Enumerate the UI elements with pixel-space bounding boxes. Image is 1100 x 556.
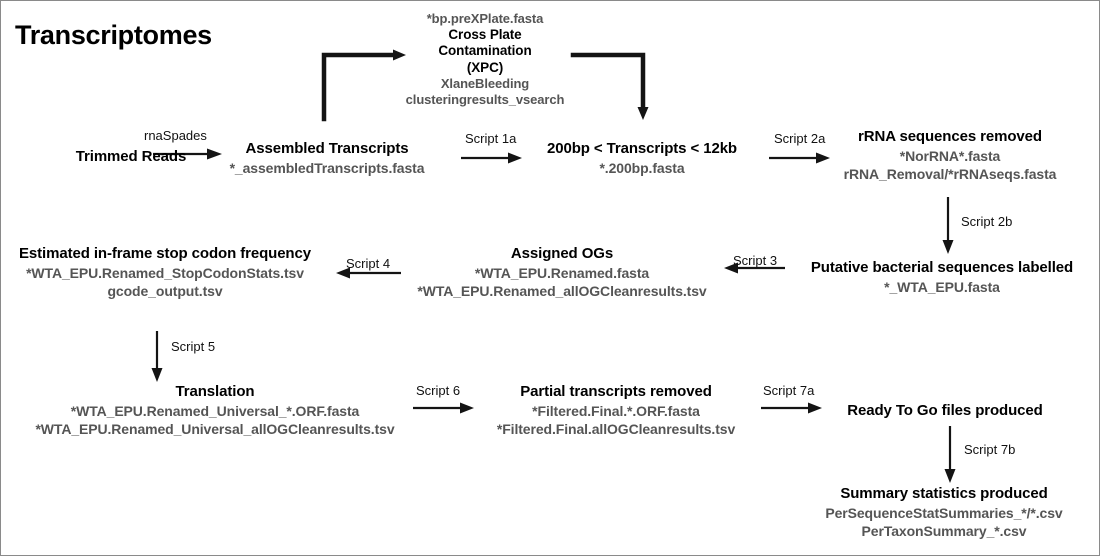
edge-label-script-2a: Script 2a xyxy=(774,131,826,146)
node-assigned-ogs-file-1: *WTA_EPU.Renamed_allOGCleanresults.tsv xyxy=(417,283,707,300)
node-stop-codon-frequency-file-0: *WTA_EPU.Renamed_StopCodonStats.tsv xyxy=(26,264,304,281)
node-bacterial-labelled-file-0: *_WTA_EPU.fasta xyxy=(884,278,1000,295)
node-xpc-file-bottom-2: clusteringresults_vsearch xyxy=(405,92,565,108)
node-translation-file-1: *WTA_EPU.Renamed_Universal_allOGCleanres… xyxy=(35,421,395,438)
arrow-readytogo-to-summary xyxy=(944,426,956,483)
node-assembled-transcripts: Assembled Transcripts *_assembledTranscr… xyxy=(201,139,453,177)
arrow-trimmed-to-assembled xyxy=(153,148,222,160)
node-xpc-title-line2: Contamination xyxy=(438,43,532,59)
node-xpc-file-bottom-1: XlaneBleeding xyxy=(440,76,530,92)
arrow-ogs-to-stopcodon xyxy=(336,267,401,279)
node-summary-statistics-file-1: PerTaxonSummary_*.csv xyxy=(861,523,1027,540)
node-summary-statistics-title: Summary statistics produced xyxy=(840,485,1048,502)
node-translation-file-0: *WTA_EPU.Renamed_Universal_*.ORF.fasta xyxy=(70,402,360,419)
node-summary-statistics-file-0: PerSequenceStatSummaries_*/*.csv xyxy=(825,504,1063,521)
node-trimmed-reads-title: Trimmed Reads xyxy=(75,148,187,165)
node-cross-plate-contamination: *bp.preXPlate.fasta Cross Plate Contamin… xyxy=(381,11,589,108)
node-translation-title: Translation xyxy=(175,383,255,400)
node-bacterial-labelled: Putative bacterial sequences labelled *_… xyxy=(797,258,1087,296)
arrow-translation-to-partial xyxy=(413,402,474,414)
edge-label-script-7a: Script 7a xyxy=(763,383,815,398)
node-rrna-removed-file-1: rRNA_Removal/*rRNAseqs.fasta xyxy=(843,166,1057,183)
node-translation: Translation *WTA_EPU.Renamed_Universal_*… xyxy=(1,382,429,439)
edge-label-script-3: Script 3 xyxy=(733,253,778,268)
arrow-partial-to-readytogo xyxy=(761,402,822,414)
node-partial-transcripts-removed-title: Partial transcripts removed xyxy=(520,383,712,400)
node-partial-transcripts-removed-file-0: *Filtered.Final.*.ORF.fasta xyxy=(532,402,700,419)
node-assigned-ogs-file-0: *WTA_EPU.Renamed.fasta xyxy=(474,264,650,281)
arrow-rrna-to-bacterial xyxy=(942,197,954,254)
node-stop-codon-frequency-file-1: gcode_output.tsv xyxy=(107,283,223,300)
node-summary-statistics: Summary statistics produced PerSequenceS… xyxy=(797,484,1091,541)
node-trimmed-reads: Trimmed Reads xyxy=(1,147,261,167)
node-size-filtered-title: 200bp < Transcripts < 12kb xyxy=(547,140,737,157)
node-size-filtered-file-0: *.200bp.fasta xyxy=(599,159,685,176)
arrow-bacterial-to-ogs xyxy=(724,262,785,274)
edge-label-script-4: Script 4 xyxy=(346,256,391,271)
page-title: Transcriptomes xyxy=(15,20,212,50)
node-assembled-transcripts-file-0: *_assembledTranscripts.fasta xyxy=(229,159,425,176)
node-bacterial-labelled-title: Putative bacterial sequences labelled xyxy=(810,259,1074,276)
arrow-assembled-to-xpc xyxy=(321,49,406,122)
node-rrna-removed-title: rRNA sequences removed xyxy=(858,128,1042,145)
arrow-assembled-to-size-filtered xyxy=(461,152,522,164)
node-xpc-title-line1: Cross Plate xyxy=(448,26,522,42)
edge-label-script-2b: Script 2b xyxy=(961,214,1013,229)
edge-label-script-1a: Script 1a xyxy=(465,131,517,146)
arrow-xpc-to-size-filtered xyxy=(570,52,649,120)
node-assembled-transcripts-title: Assembled Transcripts xyxy=(245,140,409,157)
node-assigned-ogs-title: Assigned OGs xyxy=(510,245,614,262)
edge-label-script-6: Script 6 xyxy=(416,383,461,398)
node-size-filtered: 200bp < Transcripts < 12kb *.200bp.fasta xyxy=(515,139,769,177)
edge-label-rnaspades: rnaSpades xyxy=(144,128,207,143)
node-stop-codon-frequency: Estimated in-frame stop codon frequency … xyxy=(3,244,327,301)
node-rrna-removed-file-0: *NorRNA*.fasta xyxy=(899,147,1001,164)
node-ready-to-go: Ready To Go files produced xyxy=(825,401,1065,421)
node-partial-transcripts-removed: Partial transcripts removed *Filtered.Fi… xyxy=(471,382,761,439)
edge-label-script-7b: Script 7b xyxy=(964,442,1016,457)
node-stop-codon-frequency-title: Estimated in-frame stop codon frequency xyxy=(19,245,311,262)
node-ready-to-go-title: Ready To Go files produced xyxy=(847,402,1043,419)
arrow-stopcodon-to-translation xyxy=(151,331,163,382)
node-rrna-removed: rRNA sequences removed *NorRNA*.fasta rR… xyxy=(826,127,1074,184)
arrow-size-filtered-to-rrna xyxy=(769,152,830,164)
node-assigned-ogs: Assigned OGs *WTA_EPU.Renamed.fasta *WTA… xyxy=(405,244,719,301)
node-xpc-title-line3: (XPC) xyxy=(466,59,504,75)
edge-label-script-5: Script 5 xyxy=(171,339,216,354)
node-partial-transcripts-removed-file-1: *Filtered.Final.allOGCleanresults.tsv xyxy=(496,421,736,438)
node-xpc-file-top: *bp.preXPlate.fasta xyxy=(426,11,544,26)
